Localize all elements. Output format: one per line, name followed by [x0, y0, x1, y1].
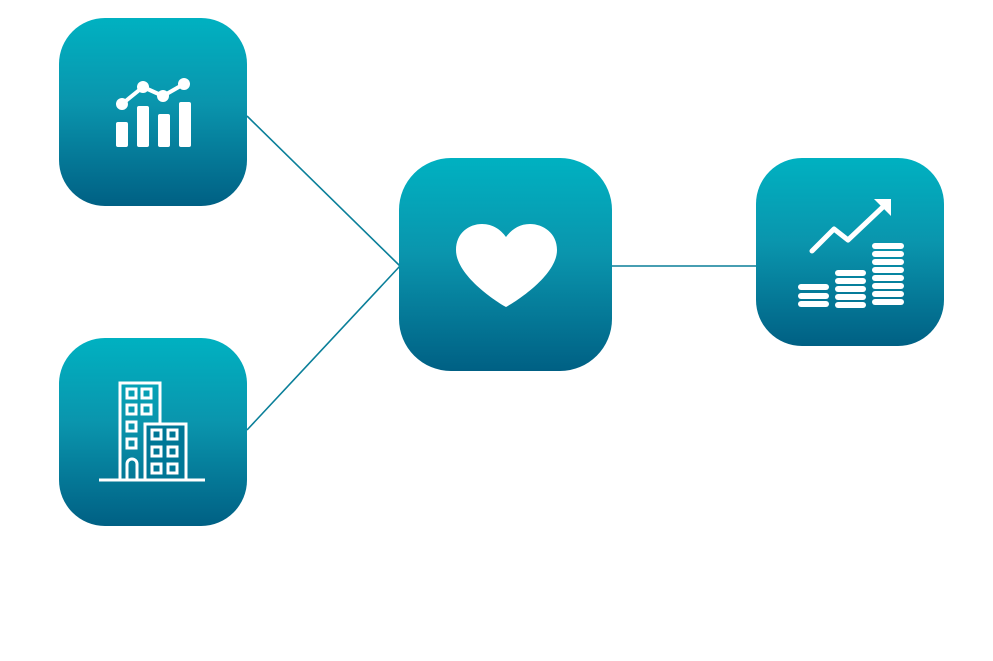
analytics-node [59, 18, 247, 206]
office-buildings-icon [99, 381, 205, 482]
edge-analytics-heart [246, 115, 401, 267]
heart-node [399, 158, 612, 371]
edge-buildings-heart [246, 265, 401, 431]
heart-icon [456, 224, 557, 307]
growth-node [756, 158, 944, 346]
bar-line-chart-icon [116, 78, 191, 147]
buildings-node [59, 338, 247, 526]
coins-growth-chart-icon [798, 199, 904, 308]
